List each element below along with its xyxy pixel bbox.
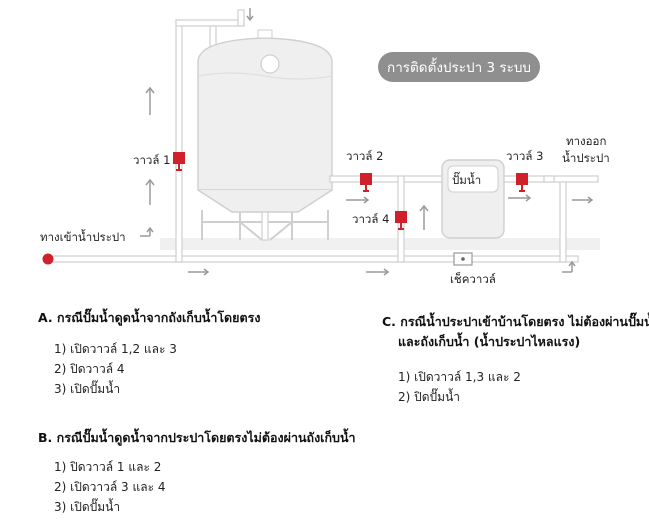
arrow-right-icon [140, 226, 154, 237]
check-valve-riser [559, 179, 567, 263]
main-supply-pipe [47, 255, 579, 263]
section-c-title-line2: และถังเก็บน้ำ (น้ำประปาไหลแรง) [398, 334, 581, 349]
section-b-item-1: 1) ปิดวาวล์ 1 และ 2 [54, 460, 162, 474]
section-c-item-2: 2) ปิดปั๊มน้ำ [398, 390, 461, 404]
arrow-right-icon [346, 196, 370, 204]
flow-arrows [140, 8, 594, 276]
water-tank [197, 29, 333, 241]
ground-strip [160, 238, 600, 250]
section-c-title-line1: C. กรณีน้ำประปาเข้าบ้านโดยตรง ไม่ต้องผ่า… [382, 314, 649, 329]
valve-3-icon [516, 173, 528, 192]
arrow-right-icon [246, 8, 254, 22]
arrow-right-icon [508, 194, 532, 202]
section-b-item-3: 3) เปิดปั๊มน้ำ [54, 500, 121, 514]
tank-feed-pipe [175, 9, 245, 263]
section-b-title: B. กรณีปั๊มน้ำดูดน้ำจากประปาโดยตรงไม่ต้อ… [38, 430, 356, 445]
pump-label: ปั๊มน้ำ [452, 173, 482, 187]
water-pump [441, 159, 505, 239]
outlet-label-line1: ทางออก [566, 134, 607, 148]
section-a-title: A. กรณีปั๊มน้ำดูดน้ำจากถังเก็บน้ำโดยตรง [38, 310, 261, 325]
title-badge: การติดตั้งประปา 3 ระบบ [378, 52, 540, 82]
arrow-up-icon [145, 178, 155, 205]
valve-2-icon [360, 173, 372, 192]
valve-1-label: วาวล์ 1 [133, 153, 171, 167]
check-valve-label: เช็ควาวล์ [450, 272, 496, 286]
arrow-right-icon [366, 268, 390, 276]
arrow-right-icon [188, 268, 210, 276]
arrow-right-icon [562, 260, 576, 273]
valve-1-icon [173, 152, 185, 171]
arrow-up-icon [145, 86, 155, 115]
inlet-point-marker [42, 253, 54, 265]
valve-4-icon [395, 211, 407, 230]
section-a-item-3: 3) เปิดปั๊มน้ำ [54, 382, 121, 396]
section-a-item-2: 2) ปิดวาวล์ 4 [54, 362, 125, 376]
inlet-label: ทางเข้าน้ำประปา [40, 230, 126, 244]
valve-3-label: วาวล์ 3 [506, 149, 544, 163]
arrow-right-icon [572, 196, 594, 204]
section-b-item-2: 2) เปิดวาวล์ 3 และ 4 [54, 480, 166, 494]
section-c-item-1: 1) เปิดวาวล์ 1,3 และ 2 [398, 370, 521, 384]
valve-4-label: วาวล์ 4 [352, 212, 390, 226]
section-a-item-1: 1) เปิดวาวล์ 1,2 และ 3 [54, 342, 177, 356]
arrow-up-icon [419, 204, 429, 230]
outlet-label-line2: น้ำประปา [562, 151, 610, 165]
plumbing-diagram [42, 8, 600, 276]
valve-2-label: วาวล์ 2 [346, 149, 384, 163]
